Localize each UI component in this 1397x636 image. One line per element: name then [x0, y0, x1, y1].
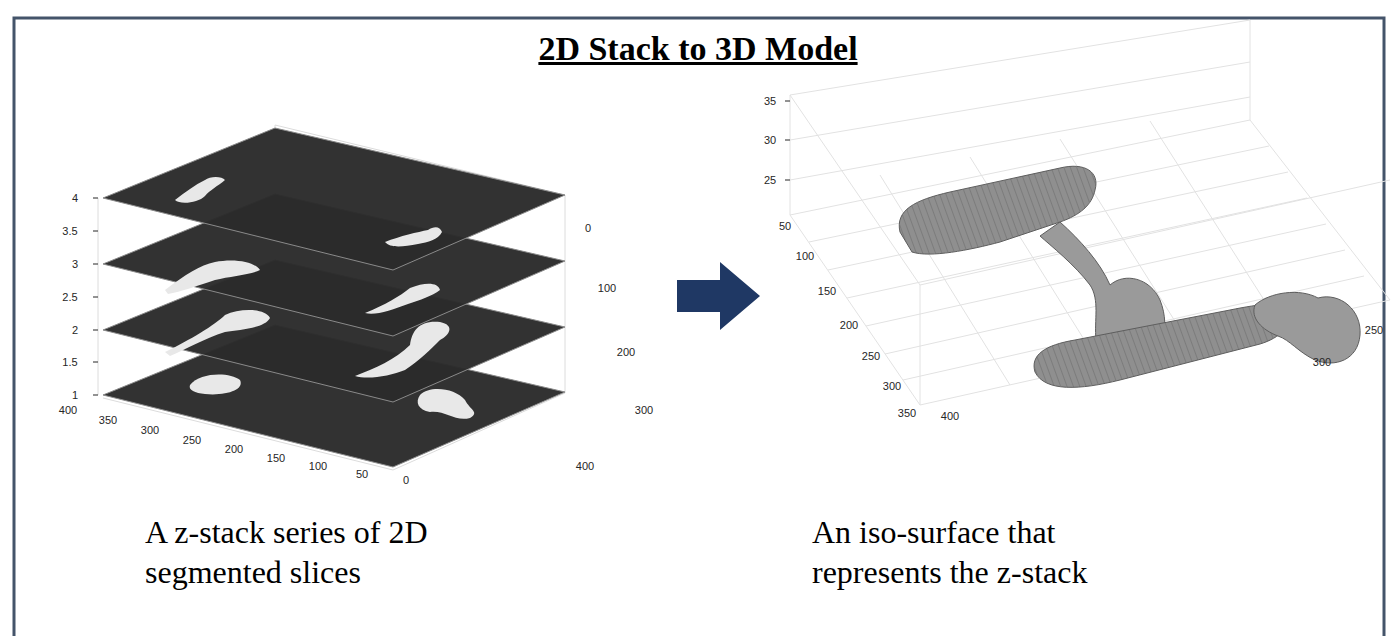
axis-tick-label: 350: [898, 407, 916, 419]
axis-tick-label: 1: [72, 389, 78, 401]
axis-tick-label: 50: [779, 220, 791, 232]
axis-tick-label: 250: [1365, 324, 1383, 336]
axis-tick-label: 400: [941, 410, 959, 422]
axis-tick-label: 200: [617, 346, 635, 358]
axis-tick-label: 2.5: [62, 291, 77, 303]
axis-tick-label: 100: [598, 282, 616, 294]
axis-tick-label: 35: [764, 95, 776, 107]
panel-frame: [14, 18, 1384, 636]
slice-planes: [103, 128, 565, 467]
caption: An iso-surface that represents the z-sta…: [812, 512, 1172, 592]
process-arrow: [677, 262, 760, 330]
axis-tick-label: 400: [59, 404, 77, 416]
segmented-region: [175, 177, 225, 203]
axis-tick-label: 30: [764, 134, 776, 146]
left-axis-ticks: [93, 198, 98, 395]
axis-tick-label: 3: [72, 258, 78, 270]
axis-tick-label: 4: [72, 192, 78, 204]
axis-tick-label: 1.5: [62, 356, 77, 368]
segmented-region: [165, 310, 270, 356]
axis-tick-label: 200: [225, 443, 243, 455]
axis-tick-label: 100: [796, 250, 814, 262]
left-plot-grid: [98, 125, 565, 470]
segmented-region: [418, 389, 475, 419]
segmented-region: [365, 284, 440, 314]
axis-tick-label: 100: [309, 460, 327, 472]
axis-tick-label: 3.5: [62, 225, 77, 237]
iso-surface: [899, 166, 1360, 387]
axis-tick-label: 25: [764, 174, 776, 186]
axis-tick-label: 0: [585, 222, 591, 234]
axis-tick-label: 400: [576, 460, 594, 472]
axis-tick-label: 150: [267, 452, 285, 464]
axis-tick-label: 0: [403, 474, 409, 486]
axis-tick-label: 150: [818, 285, 836, 297]
axis-tick-label: 50: [356, 468, 368, 480]
segmented-region: [385, 227, 442, 246]
axis-tick-label: 250: [183, 434, 201, 446]
slice-plane: [103, 128, 565, 270]
diagram-title: 2D Stack to 3D Model: [538, 30, 857, 68]
right-axis-ticks: [785, 101, 790, 180]
axis-tick-label: 300: [635, 404, 653, 416]
axis-tick-label: 350: [99, 414, 117, 426]
axis-tick-label: 250: [862, 350, 880, 362]
axis-tick-label: 300: [141, 424, 159, 436]
axis-tick-label: 200: [840, 319, 858, 331]
caption: A z-stack series of 2D segmented slices: [145, 512, 505, 592]
axis-tick-label: 300: [883, 380, 901, 392]
segmented-region: [165, 260, 260, 294]
axis-tick-label: 300: [1313, 356, 1331, 368]
right-plot-grid: [790, 20, 1390, 405]
segmented-region: [190, 375, 241, 395]
axis-tick-label: 2: [72, 324, 78, 336]
